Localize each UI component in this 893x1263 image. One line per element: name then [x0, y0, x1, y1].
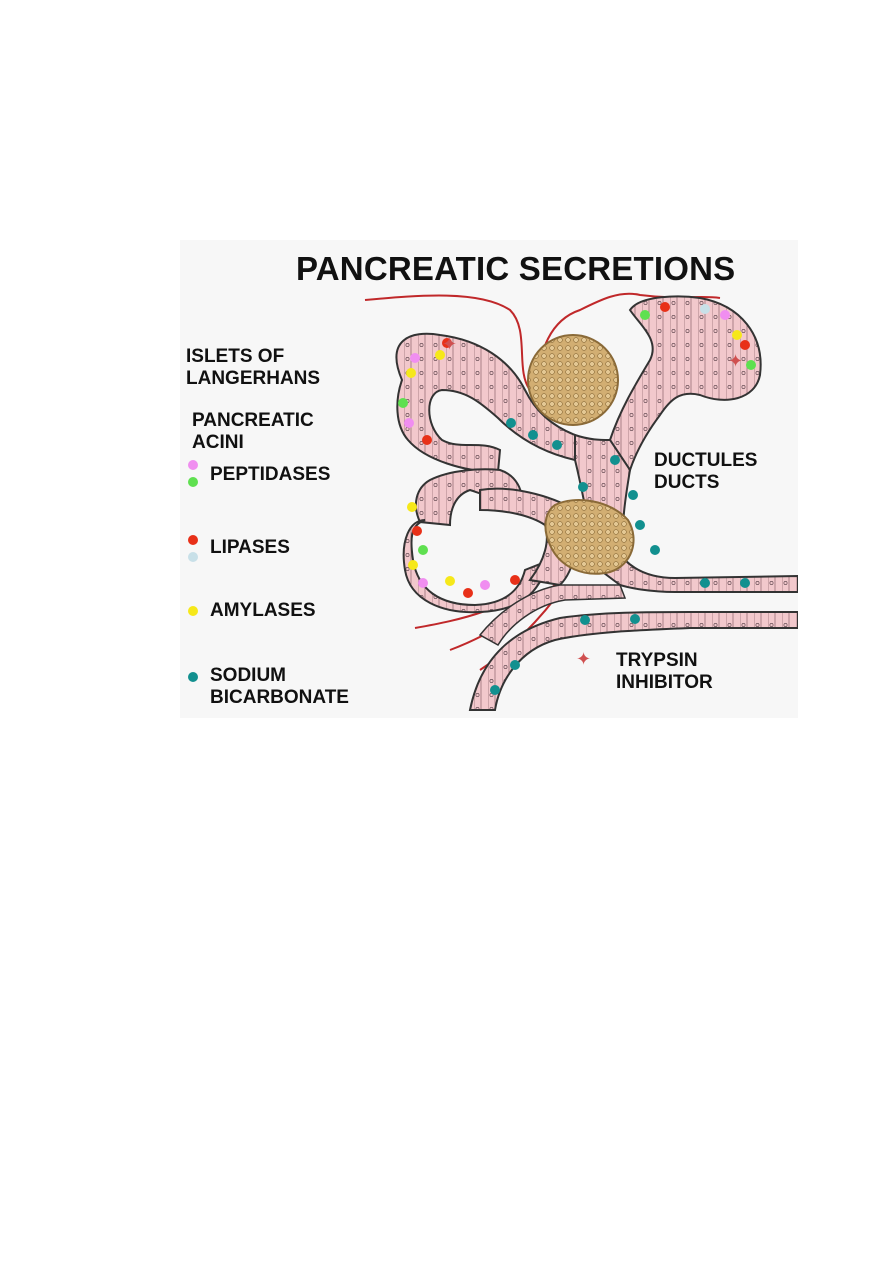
pancreatic-secretions-figure: ✦ ✦ PANCREATIC SECRETIONS ISLETS OF LANG… [180, 240, 798, 718]
sodium-bicarbonate-granule [650, 545, 660, 555]
duct-upper-band [478, 584, 627, 647]
sodium-bicarbonate-granule [490, 685, 500, 695]
legend-amylases: AMYLASES [210, 600, 316, 621]
duct-main-lower [468, 611, 798, 711]
legend-swatch-sodium-bicarbonate [188, 672, 198, 682]
sodium-bicarbonate-granule [630, 614, 640, 624]
amylase-granule [406, 368, 416, 378]
peptidase-granule [410, 353, 420, 363]
ductules-ducts-label: DUCTULES DUCTS [654, 450, 758, 493]
amylase-granule [435, 350, 445, 360]
lipase-granule [463, 588, 473, 598]
sodium-bicarbonate-granule [635, 520, 645, 530]
sodium-bicarbonate-granule [506, 418, 516, 428]
sodium-bicarbonate-granule [628, 490, 638, 500]
legend-peptidases: PEPTIDASES [210, 464, 331, 485]
sodium-bicarbonate-granule [510, 660, 520, 670]
legend-swatch-lipases-b [188, 552, 198, 562]
lipase-granule [740, 340, 750, 350]
legend-swatch-lipases-a [188, 535, 198, 545]
amylase-granule [445, 576, 455, 586]
amylase-granule [700, 304, 710, 314]
lipase-granule [422, 435, 432, 445]
sodium-bicarbonate-granule [552, 440, 562, 450]
sodium-bicarbonate-granule [700, 578, 710, 588]
lipase-granule [660, 302, 670, 312]
trypsin-inhibitor-granule: ✦ [728, 351, 744, 371]
peptidase-granule [418, 545, 428, 555]
legend-swatch-peptidases-b [188, 477, 198, 487]
trypsin-inhibitor-granule: ✦ [442, 334, 458, 354]
acinus-upper-right [608, 295, 762, 473]
peptidase-granule [404, 418, 414, 428]
amylase-granule [407, 502, 417, 512]
islet-of-langerhans-upper [527, 334, 619, 426]
lipase-granule [442, 338, 452, 348]
legend-lipases: LIPASES [210, 537, 290, 558]
legend-sodium-bicarbonate: SODIUM BICARBONATE [210, 665, 349, 708]
acini-label: PANCREATIC ACINI [192, 410, 314, 453]
legend-swatch-trypsin-inhibitor: ✦ [576, 649, 592, 669]
lipase-granule [412, 526, 422, 536]
sodium-bicarbonate-granule [578, 482, 588, 492]
peptidase-granule [746, 360, 756, 370]
legend-swatch-peptidases-a [188, 460, 198, 470]
blood-vessel [364, 294, 531, 391]
sodium-bicarbonate-granule [610, 455, 620, 465]
peptidase-granule [640, 310, 650, 320]
lipase-granule [510, 575, 520, 585]
peptidase-granule [418, 578, 428, 588]
sodium-bicarbonate-granule [528, 430, 538, 440]
islets-label: ISLETS OF LANGERHANS [186, 346, 321, 389]
amylase-granule [408, 560, 418, 570]
peptidase-granule [720, 310, 730, 320]
duct-main [597, 558, 798, 593]
legend-trypsin-inhibitor: TRYPSIN INHIBITOR [616, 650, 713, 693]
sodium-bicarbonate-granule [740, 578, 750, 588]
peptidase-granule [480, 580, 490, 590]
peptidase-granule [398, 398, 408, 408]
amylase-granule [732, 330, 742, 340]
legend-swatch-amylases [188, 606, 198, 616]
sodium-bicarbonate-granule [580, 615, 590, 625]
figure-title: PANCREATIC SECRETIONS [296, 250, 736, 287]
islet-of-langerhans-lower [544, 499, 635, 575]
